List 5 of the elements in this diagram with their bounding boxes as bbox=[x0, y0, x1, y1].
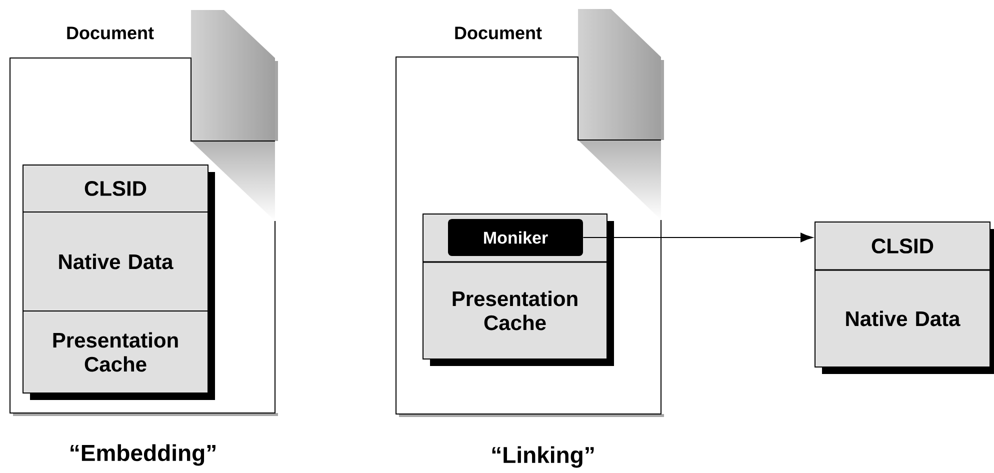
node-label: “Embedding” bbox=[70, 444, 216, 466]
node-label: “Linking” bbox=[492, 446, 594, 468]
page-heading: Document bbox=[67, 26, 154, 40]
page-heading: Document bbox=[455, 26, 542, 40]
split-box: CLSID Native Data bbox=[814, 222, 994, 374]
